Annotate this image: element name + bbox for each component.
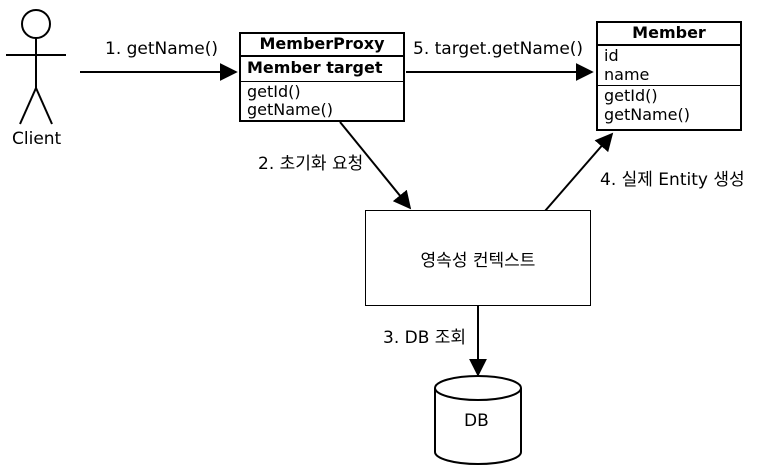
member-proxy-title: MemberProxy bbox=[241, 34, 403, 58]
member-method: getId() bbox=[604, 86, 658, 106]
step-1-label: 1. getName() bbox=[105, 39, 218, 59]
member-proxy-class-box: MemberProxy Member target getId() getNam… bbox=[239, 32, 405, 122]
member-class-box: Member id name getId() getName() bbox=[596, 21, 742, 131]
member-method: getName() bbox=[604, 104, 690, 124]
member-field: name bbox=[604, 64, 650, 84]
member-proxy-method: getName() bbox=[247, 100, 333, 120]
db-label: DB bbox=[464, 411, 489, 431]
member-title: Member bbox=[598, 23, 740, 47]
member-fields: id name bbox=[598, 46, 740, 87]
step-3-label: 3. DB 조회 bbox=[383, 328, 467, 348]
client-label: Client bbox=[12, 129, 62, 149]
member-proxy-method: getId() bbox=[247, 81, 301, 101]
step-2-label: 2. 초기화 요청 bbox=[258, 154, 364, 174]
persistence-context-box: 영속성 컨텍스트 bbox=[365, 210, 591, 306]
arrow-proxy-to-context bbox=[339, 121, 412, 210]
member-proxy-field: Member target bbox=[241, 57, 403, 82]
persistence-context-label: 영속성 컨텍스트 bbox=[420, 250, 536, 271]
member-methods: getId() getName() bbox=[598, 86, 740, 125]
arrow-context-to-member bbox=[544, 132, 614, 212]
client-actor-icon bbox=[6, 9, 66, 125]
database-cylinder-icon bbox=[434, 375, 522, 465]
member-field: id bbox=[604, 46, 619, 66]
member-proxy-methods: getId() getName() bbox=[241, 82, 403, 121]
step-4-label: 4. 실제 Entity 생성 bbox=[600, 170, 745, 190]
step-5-label: 5. target.getName() bbox=[413, 39, 584, 59]
